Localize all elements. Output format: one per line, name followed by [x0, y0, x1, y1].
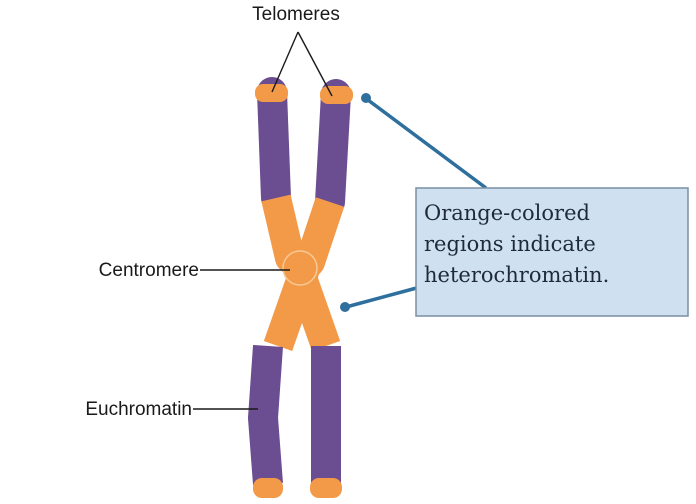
arrow-to-chromatid [346, 286, 424, 307]
euchromatin-segment [330, 94, 336, 202]
callout-text: Orange-colored regions indicate heteroch… [424, 198, 682, 291]
euchromatin-segment [272, 92, 276, 198]
telomere-leader-right [298, 32, 332, 96]
arrow-head-dot [361, 93, 371, 103]
centromere-label: Centromere [99, 260, 199, 281]
callout-line: regions indicate [424, 229, 682, 260]
euchromatin-label: Euchromatin [85, 399, 192, 420]
telomere-cap [255, 84, 288, 102]
callout-line: heterochromatin. [424, 260, 682, 291]
centromere-circle [283, 251, 317, 285]
telomere-leader-left [272, 32, 298, 92]
telomere-cap [310, 478, 342, 498]
callout-line: Orange-colored [424, 198, 682, 229]
telomere-cap [320, 86, 353, 104]
telomeres-label: Telomeres [252, 4, 340, 25]
telomere-cap [253, 478, 283, 498]
arrow-head-dot [340, 302, 350, 312]
arrow-to-telomere [368, 100, 486, 188]
right-chromatid [300, 86, 353, 498]
euchromatin-segment [263, 346, 268, 484]
